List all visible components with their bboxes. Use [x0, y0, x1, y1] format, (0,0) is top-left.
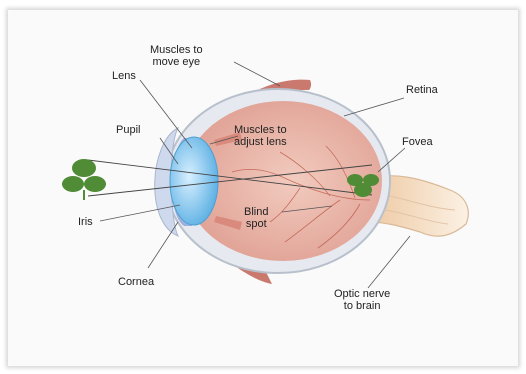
- label-iris: Iris: [78, 216, 93, 228]
- label-lens: Lens: [112, 70, 136, 82]
- label-retina: Retina: [406, 84, 438, 96]
- label-pupil: Pupil: [116, 124, 140, 136]
- lens: [170, 137, 218, 225]
- label-blind-spot-line2: spot: [244, 218, 268, 230]
- label-muscles-adjust-lens: Muscles to adjust lens: [234, 124, 287, 148]
- label-muscles-adjust-line1: Muscles to: [234, 124, 287, 136]
- label-fovea: Fovea: [402, 136, 433, 148]
- label-muscles-adjust-line2: adjust lens: [234, 136, 287, 148]
- leaf-object: [62, 159, 106, 200]
- label-muscles-move-eye-line1: Muscles to: [150, 44, 203, 56]
- label-blind-spot-line1: Blind: [244, 206, 268, 218]
- label-cornea: Cornea: [118, 276, 154, 288]
- label-optic-nerve-line1: Optic nerve: [334, 288, 390, 300]
- label-optic-nerve-line2: to brain: [334, 300, 390, 312]
- label-muscles-move-eye: Muscles to move eye: [150, 44, 203, 68]
- label-blind-spot: Blind spot: [244, 206, 268, 230]
- label-optic-nerve: Optic nerve to brain: [334, 288, 390, 312]
- label-muscles-move-eye-line2: move eye: [150, 56, 203, 68]
